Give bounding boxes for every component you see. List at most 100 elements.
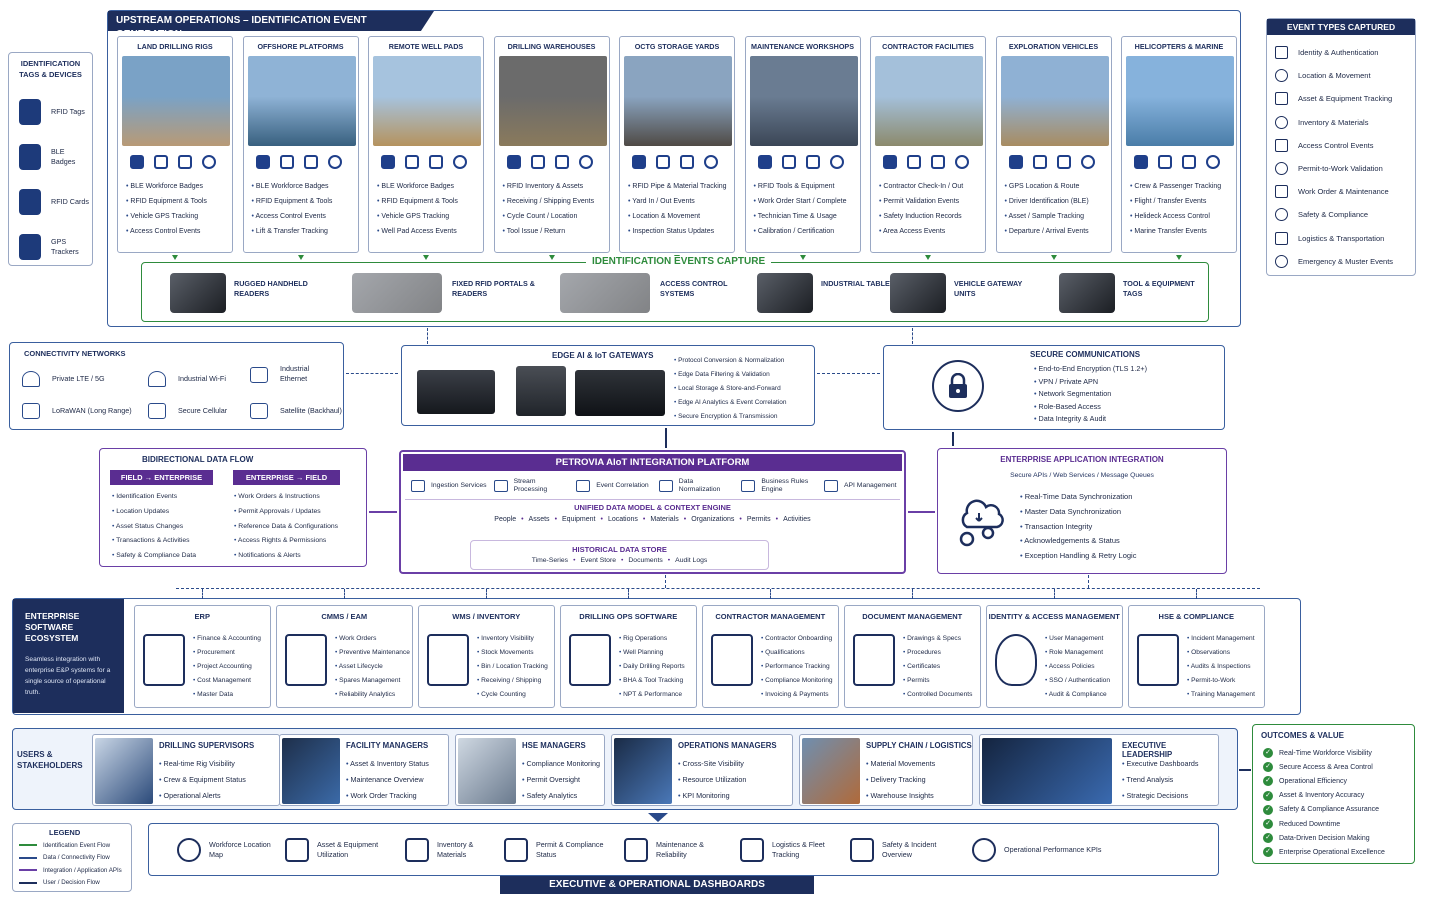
permit-icon bbox=[504, 837, 528, 862]
user-role-photo bbox=[614, 738, 672, 804]
site-feature-item: Cycle Count / Location bbox=[503, 209, 595, 224]
check-icon: ✓ bbox=[1263, 819, 1273, 830]
ecosystem-system: CMMS / EAMWork OrdersPreventive Maintena… bbox=[276, 605, 413, 708]
ecosystem-system-item: Inventory Visibility bbox=[477, 632, 548, 646]
hist-separator: • bbox=[667, 557, 671, 564]
hand-scan-icon bbox=[530, 155, 545, 169]
user-role-photo bbox=[95, 738, 153, 804]
site-icons bbox=[381, 155, 467, 169]
person-icon bbox=[1134, 155, 1148, 169]
dashboard-label: Asset & Equipment Utilization bbox=[317, 839, 379, 859]
dashboard-item[interactable]: Operational Performance KPIs bbox=[972, 837, 1142, 862]
secure-feature-item: Role-Based Access bbox=[1034, 401, 1147, 414]
secure-feature-item: Data Integrity & Audit bbox=[1034, 413, 1147, 426]
event-type-label: Work Order & Maintenance bbox=[1298, 187, 1389, 197]
outcome-label: Operational Efficiency bbox=[1279, 777, 1347, 785]
user-role-title: EXECUTIVE LEADERSHIP bbox=[1122, 741, 1173, 759]
ecosystem-system: IDENTITY & ACCESS MANAGEMENTUser Managem… bbox=[986, 605, 1123, 708]
model-item: Equipment bbox=[562, 516, 596, 523]
dashboard-item[interactable]: Logistics & Fleet Tracking bbox=[740, 837, 850, 862]
rfid-icon bbox=[955, 155, 969, 169]
cellular-icon bbox=[148, 403, 166, 419]
ecosystem-system-title: ERP bbox=[194, 612, 210, 621]
platform-module-label: API Management bbox=[843, 481, 897, 489]
person-check-icon bbox=[1275, 162, 1288, 176]
flow-arrow bbox=[799, 255, 806, 260]
platform-module-label: Data Normalization bbox=[678, 477, 721, 494]
model-title: UNIFIED DATA MODEL & CONTEXT ENGINE bbox=[574, 503, 731, 512]
ecosystem-system: DOCUMENT MANAGEMENTDrawings & SpecsProce… bbox=[844, 605, 981, 708]
capture-device-label: INDUSTRIAL TABLETS bbox=[821, 279, 899, 288]
dashboard-item[interactable]: Safety & Incident Overview bbox=[850, 837, 972, 862]
dashboard-label: Permit & Compliance Status bbox=[536, 839, 604, 859]
dashboard-item[interactable]: Inventory & Materials bbox=[405, 837, 504, 862]
enterprise-to-field-item: Notifications & Alerts bbox=[234, 549, 338, 564]
ecosystem-system-item: User Management bbox=[1045, 632, 1110, 646]
site-feature-item: Permit Validation Events bbox=[879, 194, 963, 209]
user-role-item: Resource Utilization bbox=[678, 772, 747, 788]
site-title: EXPLORATION VEHICLES bbox=[1008, 42, 1099, 51]
event-type-label: Safety & Compliance bbox=[1298, 210, 1369, 220]
hist-item: Documents bbox=[628, 557, 663, 564]
connectivity-label: Industrial Ethernet bbox=[280, 364, 310, 383]
site-icons bbox=[255, 155, 342, 169]
ecosystem-system-item: Daily Drilling Reports bbox=[619, 660, 685, 674]
outcomes-panel: OUTCOMES & VALUE ✓Real-Time Workforce Vi… bbox=[1252, 724, 1415, 864]
ble-badge-icon bbox=[19, 144, 41, 170]
model-item: Materials bbox=[650, 516, 679, 523]
event-type-item: Location & Movement bbox=[1275, 64, 1407, 87]
user-role-item: Material Movements bbox=[866, 756, 936, 772]
dashboard-item[interactable]: Asset & Equipment Utilization bbox=[285, 837, 405, 862]
user-role-item: Permit Oversight bbox=[522, 772, 600, 788]
site-card: OFFSHORE PLATFORMSBLE Workforce BadgesRF… bbox=[242, 36, 359, 253]
platform-module: Business Rules Engine bbox=[735, 474, 817, 498]
site-photo bbox=[498, 56, 607, 146]
platform-module-label: Stream Processing bbox=[513, 477, 548, 494]
edge-title: EDGE AI & IoT GATEWAYS bbox=[552, 351, 654, 360]
rfid-icon bbox=[202, 155, 216, 169]
field-to-enterprise-title: FIELD → ENTERPRISE bbox=[110, 470, 213, 485]
flow-arrow bbox=[423, 255, 429, 260]
field-to-enterprise-item: Transactions & Activities bbox=[112, 534, 196, 549]
outcome-label: Secure Access & Area Control bbox=[1279, 763, 1373, 771]
hand-scan-icon bbox=[781, 155, 796, 169]
person-icon bbox=[381, 155, 395, 169]
down-arrow-icon bbox=[648, 813, 668, 822]
ecosystem-system-title: CMMS / EAM bbox=[321, 612, 368, 621]
site-card: EXPLORATION VEHICLESGPS Location & Route… bbox=[995, 36, 1112, 253]
ecosystem-system-item: Permits bbox=[903, 674, 972, 688]
ecosystem-system-item: Procurement bbox=[193, 646, 261, 660]
ecosystem-system: CONTRACTOR MANAGEMENTContractor Onboardi… bbox=[702, 605, 839, 708]
ecosystem-system-item: Asset Lifecycle bbox=[335, 660, 410, 674]
connectivity-label: Private LTE / 5G bbox=[52, 374, 105, 383]
dashboard-item[interactable]: Maintenance & Reliability bbox=[624, 837, 740, 862]
user-role-card: HSE MANAGERSCompliance MonitoringPermit … bbox=[455, 734, 605, 806]
user-role-card: FACILITY MANAGERSAsset & Inventory Statu… bbox=[279, 734, 449, 806]
site-card: REMOTE WELL PADSBLE Workforce BadgesRFID… bbox=[368, 36, 484, 253]
ecosystem-system-item: Audits & Inspections bbox=[1187, 660, 1255, 674]
dashboard-item[interactable]: Permit & Compliance Status bbox=[504, 837, 624, 862]
event-type-item: Work Order & Maintenance bbox=[1275, 180, 1407, 203]
site-feature-item: BLE Workforce Badges bbox=[377, 179, 458, 194]
maintenance-icon bbox=[624, 837, 648, 862]
event-type-label: Access Control Events bbox=[1298, 140, 1374, 150]
api-gear-icon bbox=[823, 480, 838, 492]
event-type-label: Emergency & Muster Events bbox=[1298, 256, 1394, 266]
site-feature-item: Helideck Access Control bbox=[1130, 209, 1221, 224]
site-title: DRILLING WAREHOUSES bbox=[507, 42, 596, 51]
site-features: RFID Tools & EquipmentWork Order Start /… bbox=[754, 179, 847, 239]
secure-feature-item: End-to-End Encryption (TLS 1.2+) bbox=[1034, 363, 1147, 376]
dashboard-item[interactable]: Workforce Location Map bbox=[177, 837, 285, 862]
wifi-icon bbox=[303, 155, 318, 169]
ecosystem-system-item: Observations bbox=[1187, 646, 1255, 660]
model-separator: • bbox=[554, 516, 558, 523]
outcome-item: ✓ Operational Efficiency bbox=[1263, 774, 1414, 788]
check-icon: ✓ bbox=[1263, 776, 1273, 787]
gps-tracker-icon bbox=[19, 234, 41, 260]
site-feature-item: Yard In / Out Events bbox=[628, 194, 727, 209]
eai-feature-item: Transaction Integrity bbox=[1020, 520, 1136, 535]
model-separator: • bbox=[642, 516, 646, 523]
